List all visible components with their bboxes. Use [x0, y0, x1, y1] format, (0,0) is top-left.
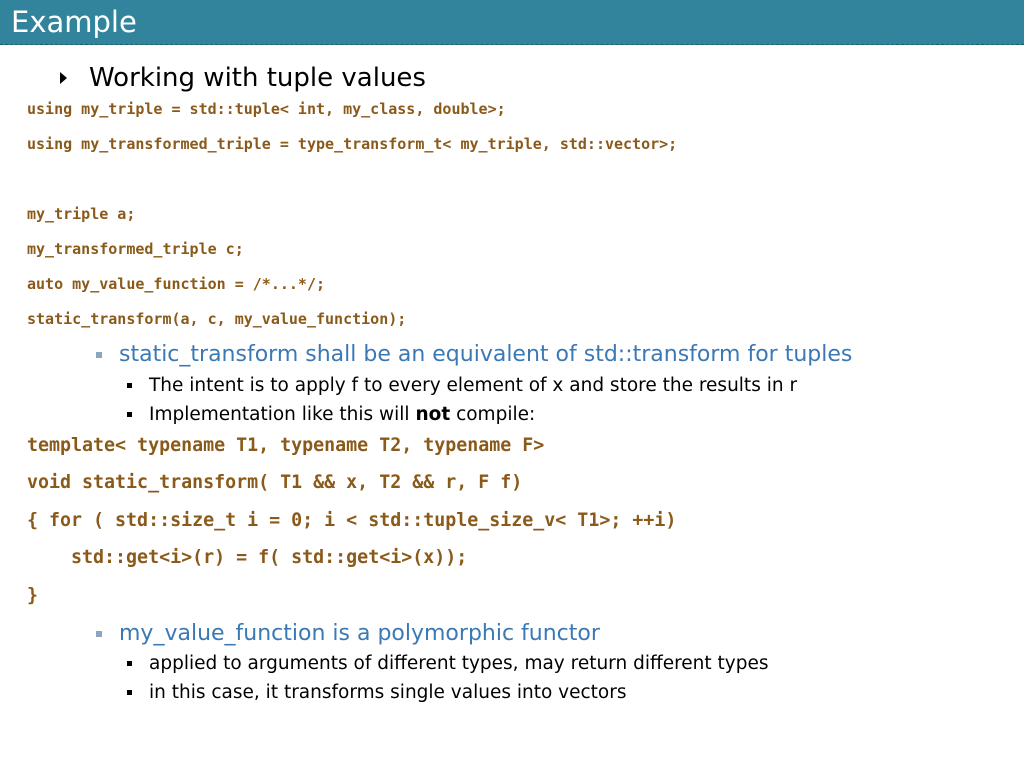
bullet-sub: in this case, it transforms single value…	[127, 682, 627, 703]
bullet-text: my_value_function is a polymorphic funct…	[119, 621, 600, 646]
code-line: auto my_value_function = /*...*/;	[27, 275, 326, 293]
heading-bullet: Working with tuple values	[60, 62, 426, 94]
code-line: template< typename T1, typename T2, type…	[27, 435, 545, 456]
title-bar: Example	[0, 0, 1024, 45]
bullet-text: static_transform shall be an equivalent …	[119, 342, 853, 367]
bullet-text: Implementation like this will not compil…	[149, 404, 536, 425]
code-line: static_transform(a, c, my_value_function…	[27, 310, 407, 328]
code-line: using my_triple = std::tuple< int, my_cl…	[27, 100, 506, 118]
bullet-sub: The intent is to apply f to every elemen…	[127, 375, 797, 396]
code-line: my_transformed_triple c;	[27, 240, 244, 258]
code-line: using my_transformed_triple = type_trans…	[27, 135, 678, 153]
square-bullet-icon	[127, 690, 132, 695]
code-line: }	[27, 585, 39, 606]
square-bullet-icon	[127, 661, 132, 666]
code-line: std::get<i>(r) = f( std::get<i>(x));	[27, 547, 468, 568]
bullet-main: my_value_function is a polymorphic funct…	[96, 621, 600, 646]
heading-text: Working with tuple values	[89, 63, 426, 93]
square-bullet-icon	[96, 630, 102, 637]
square-bullet-icon	[127, 412, 132, 417]
slide-title: Example	[11, 5, 137, 39]
code-line: { for ( std::size_t i = 0; i < std::tupl…	[27, 510, 677, 531]
bullet-main: static_transform shall be an equivalent …	[96, 342, 852, 367]
square-bullet-icon	[127, 383, 132, 388]
code-line: my_triple a;	[27, 205, 136, 223]
bullet-text: in this case, it transforms single value…	[149, 682, 627, 703]
triangle-bullet-icon	[60, 72, 67, 84]
bullet-sub: applied to arguments of different types,…	[127, 653, 769, 674]
square-bullet-icon	[96, 351, 102, 358]
bullet-text: The intent is to apply f to every elemen…	[149, 375, 798, 396]
code-line: void static_transform( T1 && x, T2 && r,…	[27, 472, 523, 493]
bullet-text: applied to arguments of different types,…	[149, 653, 769, 674]
bullet-sub: Implementation like this will not compil…	[127, 404, 535, 425]
